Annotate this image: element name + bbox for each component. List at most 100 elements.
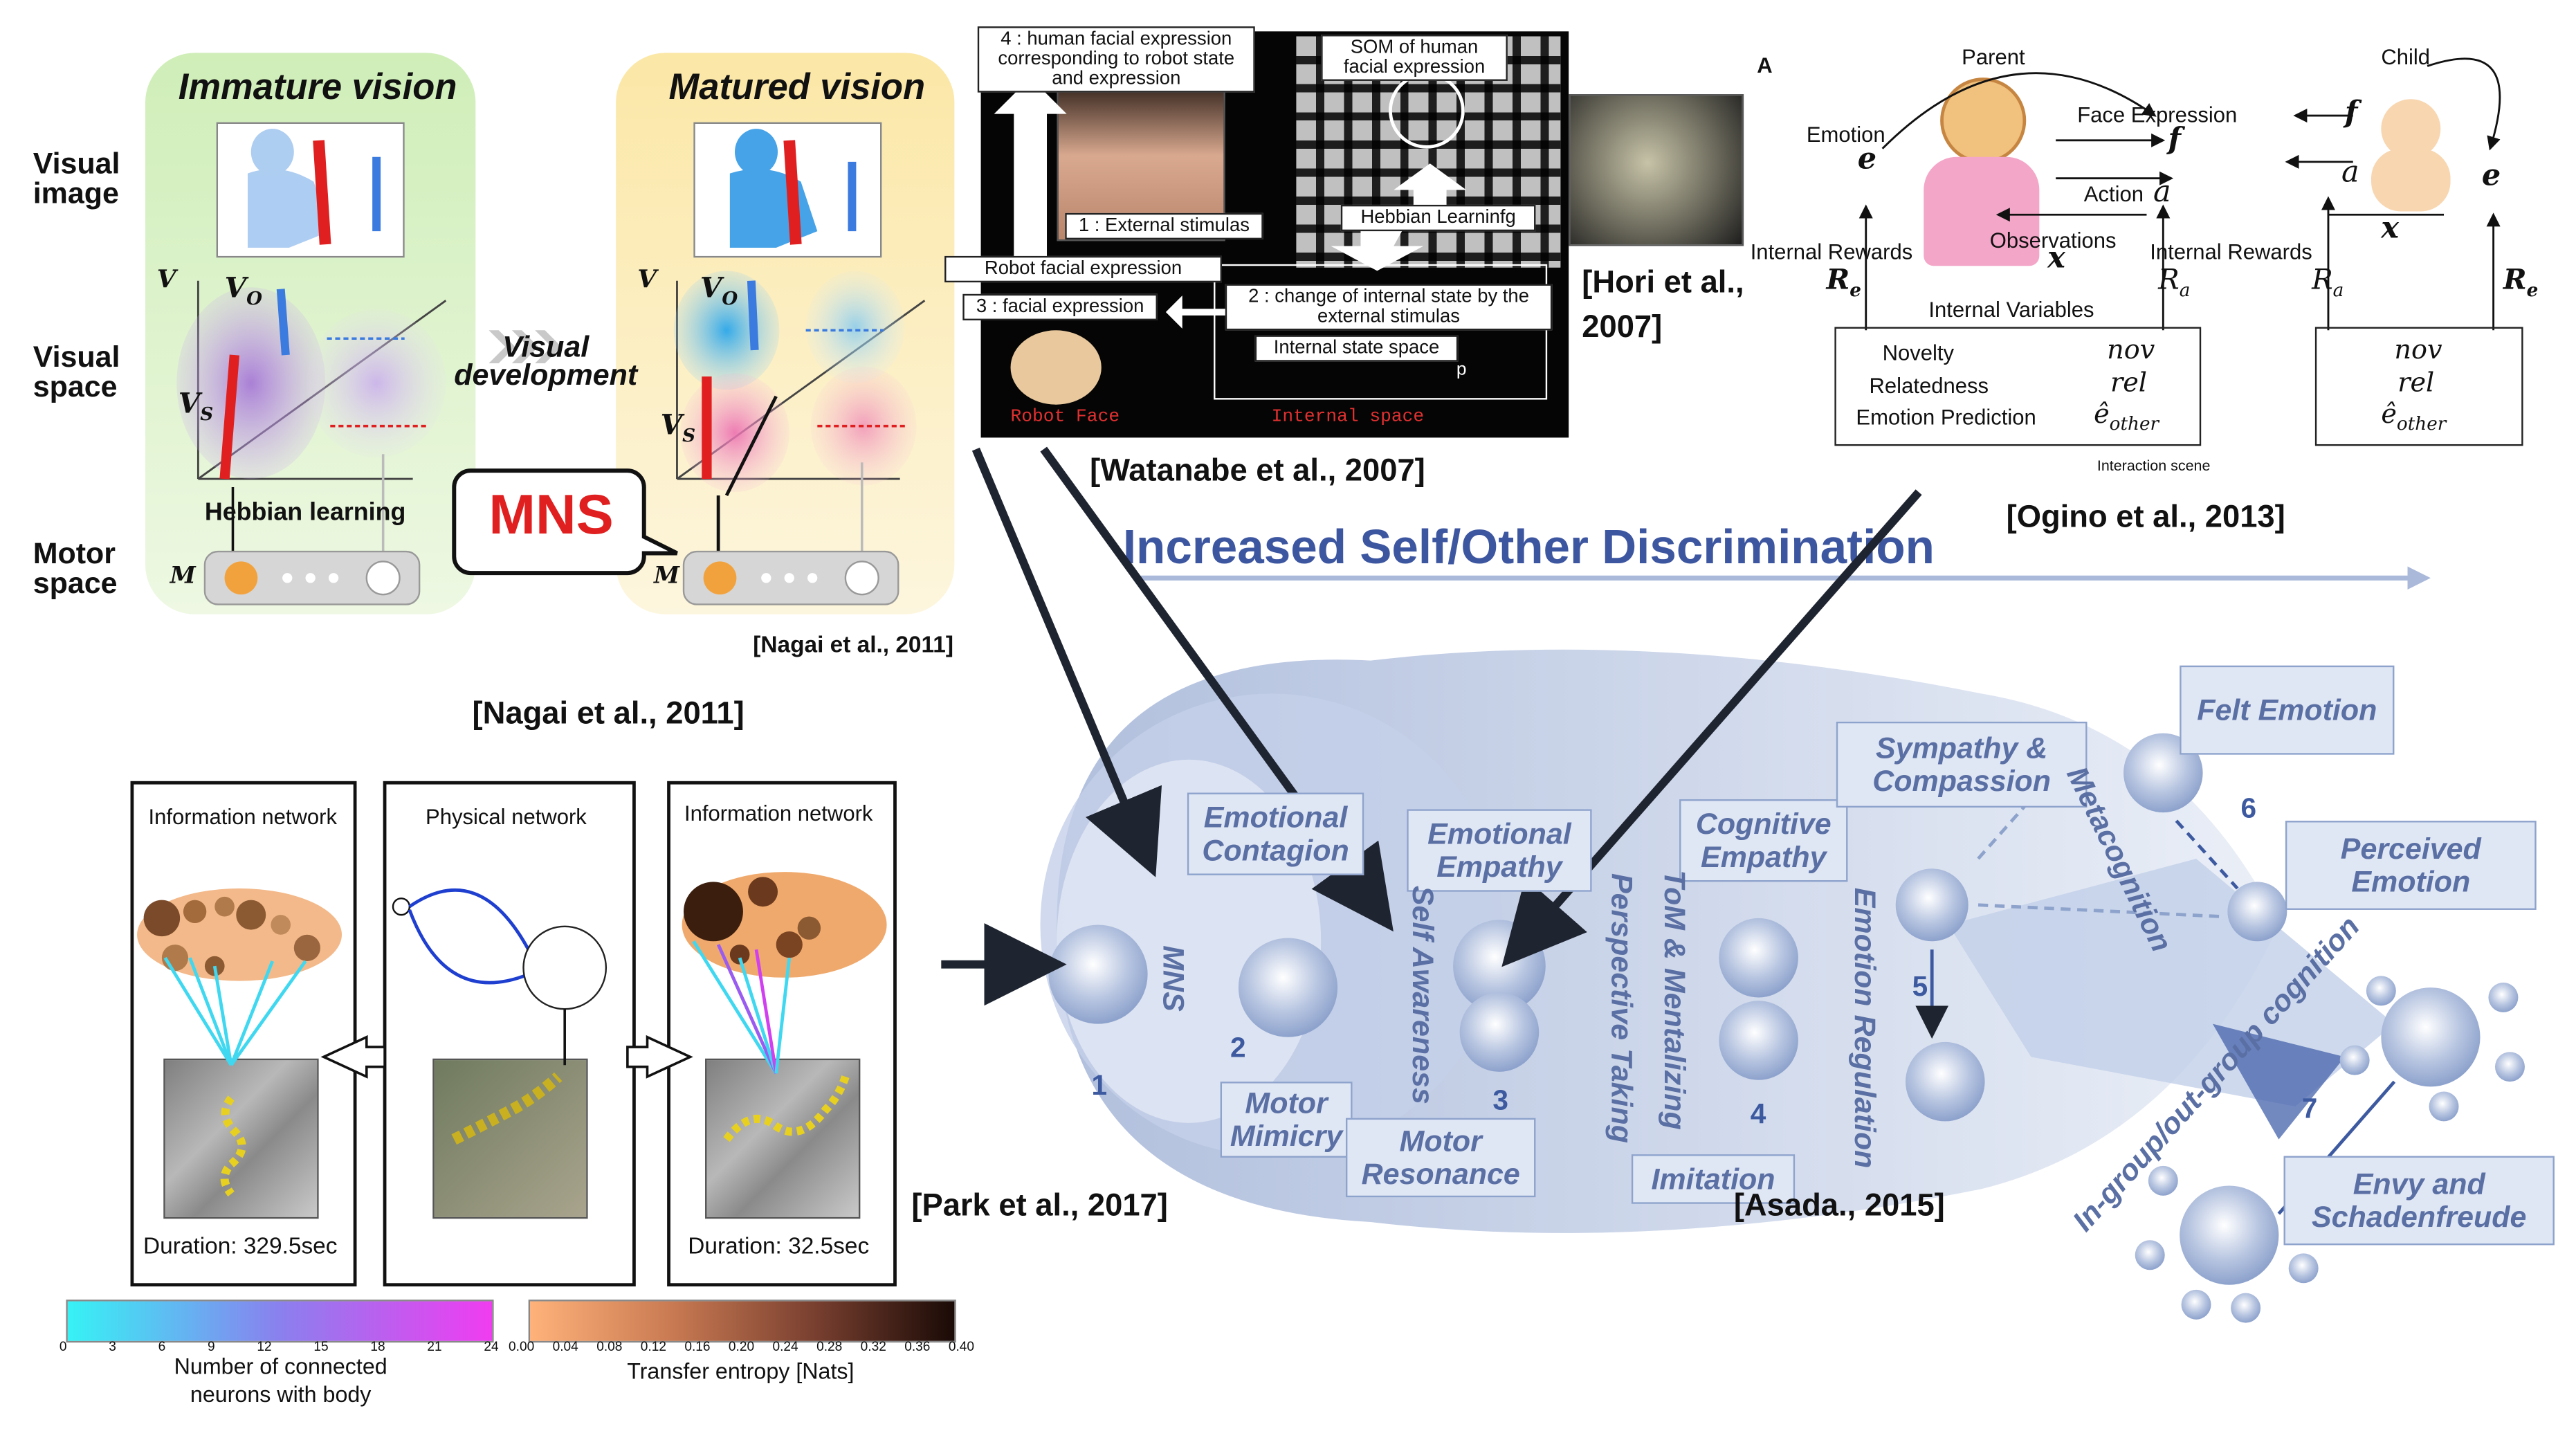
face-expression-label: Face Expression (2077, 102, 2238, 127)
emotion-prediction-label: Emotion Prediction (1856, 404, 2036, 430)
mns-callout: MNS (488, 484, 614, 547)
observations-label: Observations (1989, 228, 2117, 253)
asada-citation: [Asada., 2015] (1733, 1189, 1945, 1224)
axis-m-matured: M (654, 563, 680, 590)
axis-v-matured: V (637, 264, 657, 294)
som-title: SOM of human facial expression (1321, 35, 1508, 81)
symbol-eother-child: êother (2381, 398, 2447, 435)
symbol-a-parent: a (2153, 174, 2171, 210)
symbol-re-parent: Re (1826, 264, 1861, 302)
self-awareness-vertical-label: Self Awareness (1406, 885, 1440, 1104)
symbol-f-child: f (2344, 95, 2358, 131)
right-info-network-title: Information network (684, 801, 873, 826)
watanabe-box-4: 4 : human facial expression correspondin… (977, 26, 1255, 93)
park-citation: [Park et al., 2017] (911, 1189, 1168, 1224)
immature-child-figure (247, 129, 331, 248)
symbol-e-parent: e (1857, 142, 1877, 177)
symbol-x-child: x (2381, 211, 2399, 246)
tom-mentalizing-vertical-label: ToM & Mentalizing (1658, 870, 1692, 1130)
internal-state-space-label: Internal state space (1254, 335, 1459, 362)
left-info-network-title: Information network (148, 804, 338, 830)
asada-header: Increased Self/Other Discrimination (1122, 522, 1935, 575)
axis-vo-immature: VO (224, 272, 262, 310)
stage-number-7: 7 (2301, 1093, 2318, 1125)
colorbar-2-label: Transfer entropy [Nats] (627, 1359, 855, 1384)
ogino-citation: [Ogino et al., 2013] (2006, 500, 2285, 536)
watanabe-citation: [Watanabe et al., 2007] (1090, 454, 1425, 489)
axis-vs-matured: VS (660, 409, 696, 447)
stage-number-6: 6 (2240, 792, 2257, 824)
visual-development-label: Visual development (454, 330, 638, 392)
robot-face-caption: Robot Face (1010, 408, 1120, 428)
symbol-f-parent: f (2168, 122, 2181, 157)
internal-space-caption: Internal space (1271, 408, 1425, 428)
physical-network-box (383, 781, 636, 1287)
nagai-graphics (176, 129, 926, 605)
novelty-label: Novelty (1882, 340, 1955, 365)
axis-m-immature: M (170, 563, 196, 590)
symbol-ra-parent: Ra (2158, 264, 2191, 302)
child-illustration (2362, 99, 2460, 215)
cognitive-empathy-box: Cognitive Empathy (1679, 799, 1848, 882)
right-duration-label: Duration: 32.5sec (688, 1232, 870, 1259)
left-info-network-box (130, 781, 357, 1287)
left-snake-photo (163, 1058, 319, 1219)
parent-label: Parent (1962, 44, 2025, 70)
sympathy-compassion-box: Sympathy & Compassion (1836, 721, 2088, 808)
symbol-nov-parent: nov (2107, 334, 2155, 365)
hebbian-learning-box: Hebbian Learninfg (1340, 204, 1536, 232)
stage-number-1: 1 (1091, 1070, 1108, 1102)
motor-resonance-box: Motor Resonance (1345, 1118, 1536, 1198)
left-duration-label: Duration: 329.5sec (143, 1232, 338, 1259)
symbol-re-child: Re (2503, 264, 2539, 302)
watanabe-box-3: 3 : facial expression (962, 293, 1158, 320)
axis-vs-immature: VS (178, 388, 214, 426)
symbol-a-child: a (2341, 155, 2359, 190)
imitation-box: Imitation (1631, 1154, 1796, 1204)
ogino-arrows (1858, 57, 2501, 331)
child-variable-box (2314, 327, 2523, 446)
colorbar-1-label: Number of connected neurons with body (174, 1353, 387, 1407)
action-label: Action (2083, 181, 2144, 207)
symbol-rel-child: rel (2397, 366, 2435, 399)
nagai-inner-citation: [Nagai et al., 2011] (753, 630, 953, 657)
middle-snake-photo (432, 1058, 588, 1219)
immature-vision-title: Immature vision (178, 66, 457, 108)
row-label-motor-space: Motor space (33, 536, 118, 600)
robot-face-photo (1010, 330, 1102, 405)
symbol-eother-parent: êother (2094, 398, 2159, 435)
panel-letter-a: A (1757, 53, 1773, 78)
symbol-ra-child: Ra (2312, 264, 2344, 302)
motor-mimicry-box: Motor Mimicry (1220, 1082, 1353, 1158)
axis-v-immature: V (156, 264, 176, 294)
colorbar-connected-neurons (66, 1300, 494, 1343)
p-axis-label: p (1456, 360, 1467, 380)
child-label: Child (2381, 44, 2431, 70)
row-label-visual-image: Visual image (33, 147, 120, 210)
park-graphics (137, 872, 887, 1197)
internal-variables-label: Internal Variables (1928, 297, 2094, 322)
mns-vertical-label: MNS (1156, 945, 1190, 1012)
watanabe-box-1: 1 : External stimulas (1065, 212, 1263, 240)
internal-rewards-left-label: Internal Rewards (1750, 239, 1913, 264)
emotional-empathy-box: Emotional Empathy (1407, 809, 1592, 892)
row-label-visual-space: Visual space (33, 340, 120, 403)
envy-schadenfreude-box: Envy and Schadenfreude (2283, 1156, 2555, 1246)
emotional-contagion-box: Emotional Contagion (1187, 792, 1364, 875)
robot-facial-expression-label: Robot facial expression (944, 255, 1223, 283)
stage-number-3: 3 (1492, 1084, 1508, 1117)
symbol-x-parent: x (2047, 241, 2065, 276)
internal-rewards-right-label: Internal Rewards (2150, 239, 2312, 264)
right-info-network-box (667, 781, 897, 1287)
stage-number-2: 2 (1230, 1032, 1246, 1064)
matured-vision-title: Matured vision (668, 66, 926, 108)
felt-emotion-box: Felt Emotion (2180, 665, 2395, 755)
emotion-regulation-vertical-label: Emotion Regulation (1848, 887, 1882, 1169)
symbol-nov-child: nov (2394, 334, 2442, 365)
physical-network-title: Physical network (426, 804, 587, 830)
emotion-label: Emotion (1806, 122, 1885, 147)
axis-vo-matured: VO (700, 272, 738, 310)
